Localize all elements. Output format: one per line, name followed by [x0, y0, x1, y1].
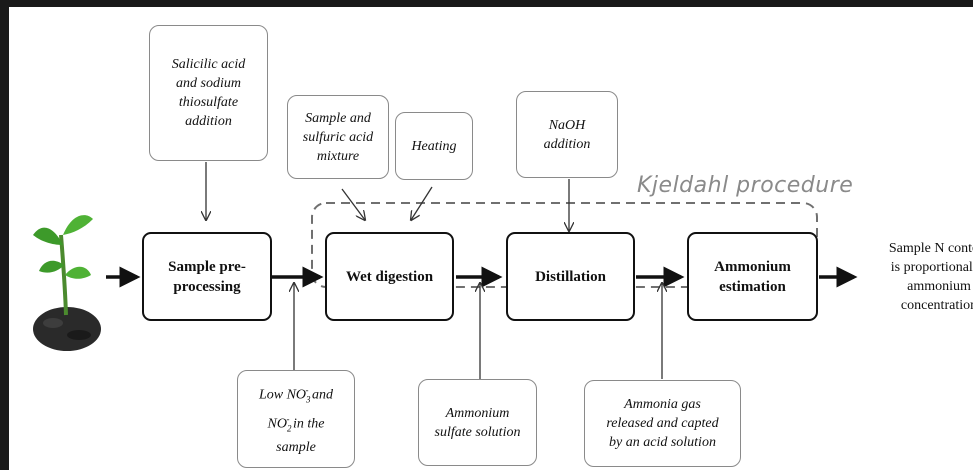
- step-ammonium-estimation: Ammonium estimation: [687, 232, 818, 321]
- ammonium-sulfate-note: Ammonium sulfate solution: [418, 379, 537, 466]
- salicylic-thiosulfate-note: Salicilic acid and sodium thiosulfate ad…: [149, 25, 268, 161]
- result-text: Sample N content is proportional to ammo…: [888, 241, 973, 313]
- arrow-heating-to-digestion: [411, 186, 433, 220]
- sample-sulfuric-mixture-note: Sample and sulfuric acid mixture: [287, 95, 389, 179]
- diagram-canvas: Salicilic acid and sodium thiosulfate ad…: [9, 7, 973, 470]
- kjeldahl-procedure-label: Kjeldahl procedure: [637, 173, 854, 198]
- plant-seedling-icon: [33, 215, 101, 351]
- low-nitrate-nitrite-note: Low NO3- and NO2- in the sample: [237, 370, 355, 468]
- step-distillation: Distillation: [506, 232, 635, 321]
- arrow-mixture-to-digestion: [341, 188, 365, 220]
- low-no-line2: NO2- in the: [267, 413, 325, 433]
- step-wet-digestion: Wet digestion: [325, 232, 454, 321]
- step-sample-preprocessing: Sample pre- processing: [142, 232, 272, 321]
- ammonia-gas-note: Ammonia gas released and capted by an ac…: [584, 380, 741, 467]
- low-no-line3: sample: [276, 439, 316, 455]
- low-no-line1: Low NO3- and: [258, 385, 334, 405]
- heating-note: Heating: [395, 112, 473, 180]
- naoh-addition-note: NaOH addition: [516, 91, 618, 178]
